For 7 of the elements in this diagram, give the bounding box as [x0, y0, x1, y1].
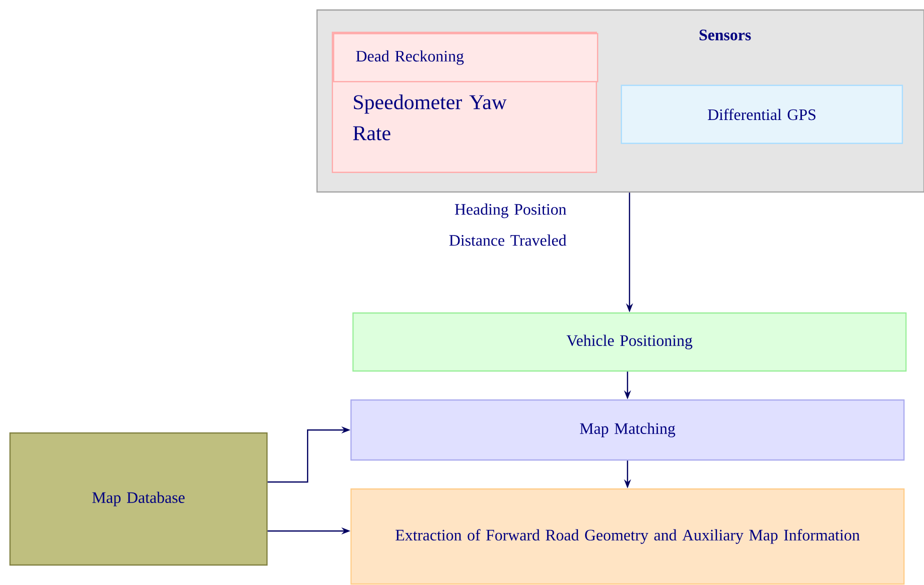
process-box: Vehicle Positioning: [352, 312, 907, 372]
process-box: Extraction of Forward Road Geometry and Auxiliary Map Information: [350, 488, 905, 585]
database-box: Map Database: [9, 432, 268, 566]
edge-label: Heading Position Distance Traveled: [449, 204, 566, 246]
sensor-box: Differential GPS: [620, 84, 903, 144]
sensor-box: Dead Reckoning Speedometer Yaw Rate: [332, 32, 598, 173]
process-box: Map Matching: [350, 399, 905, 461]
